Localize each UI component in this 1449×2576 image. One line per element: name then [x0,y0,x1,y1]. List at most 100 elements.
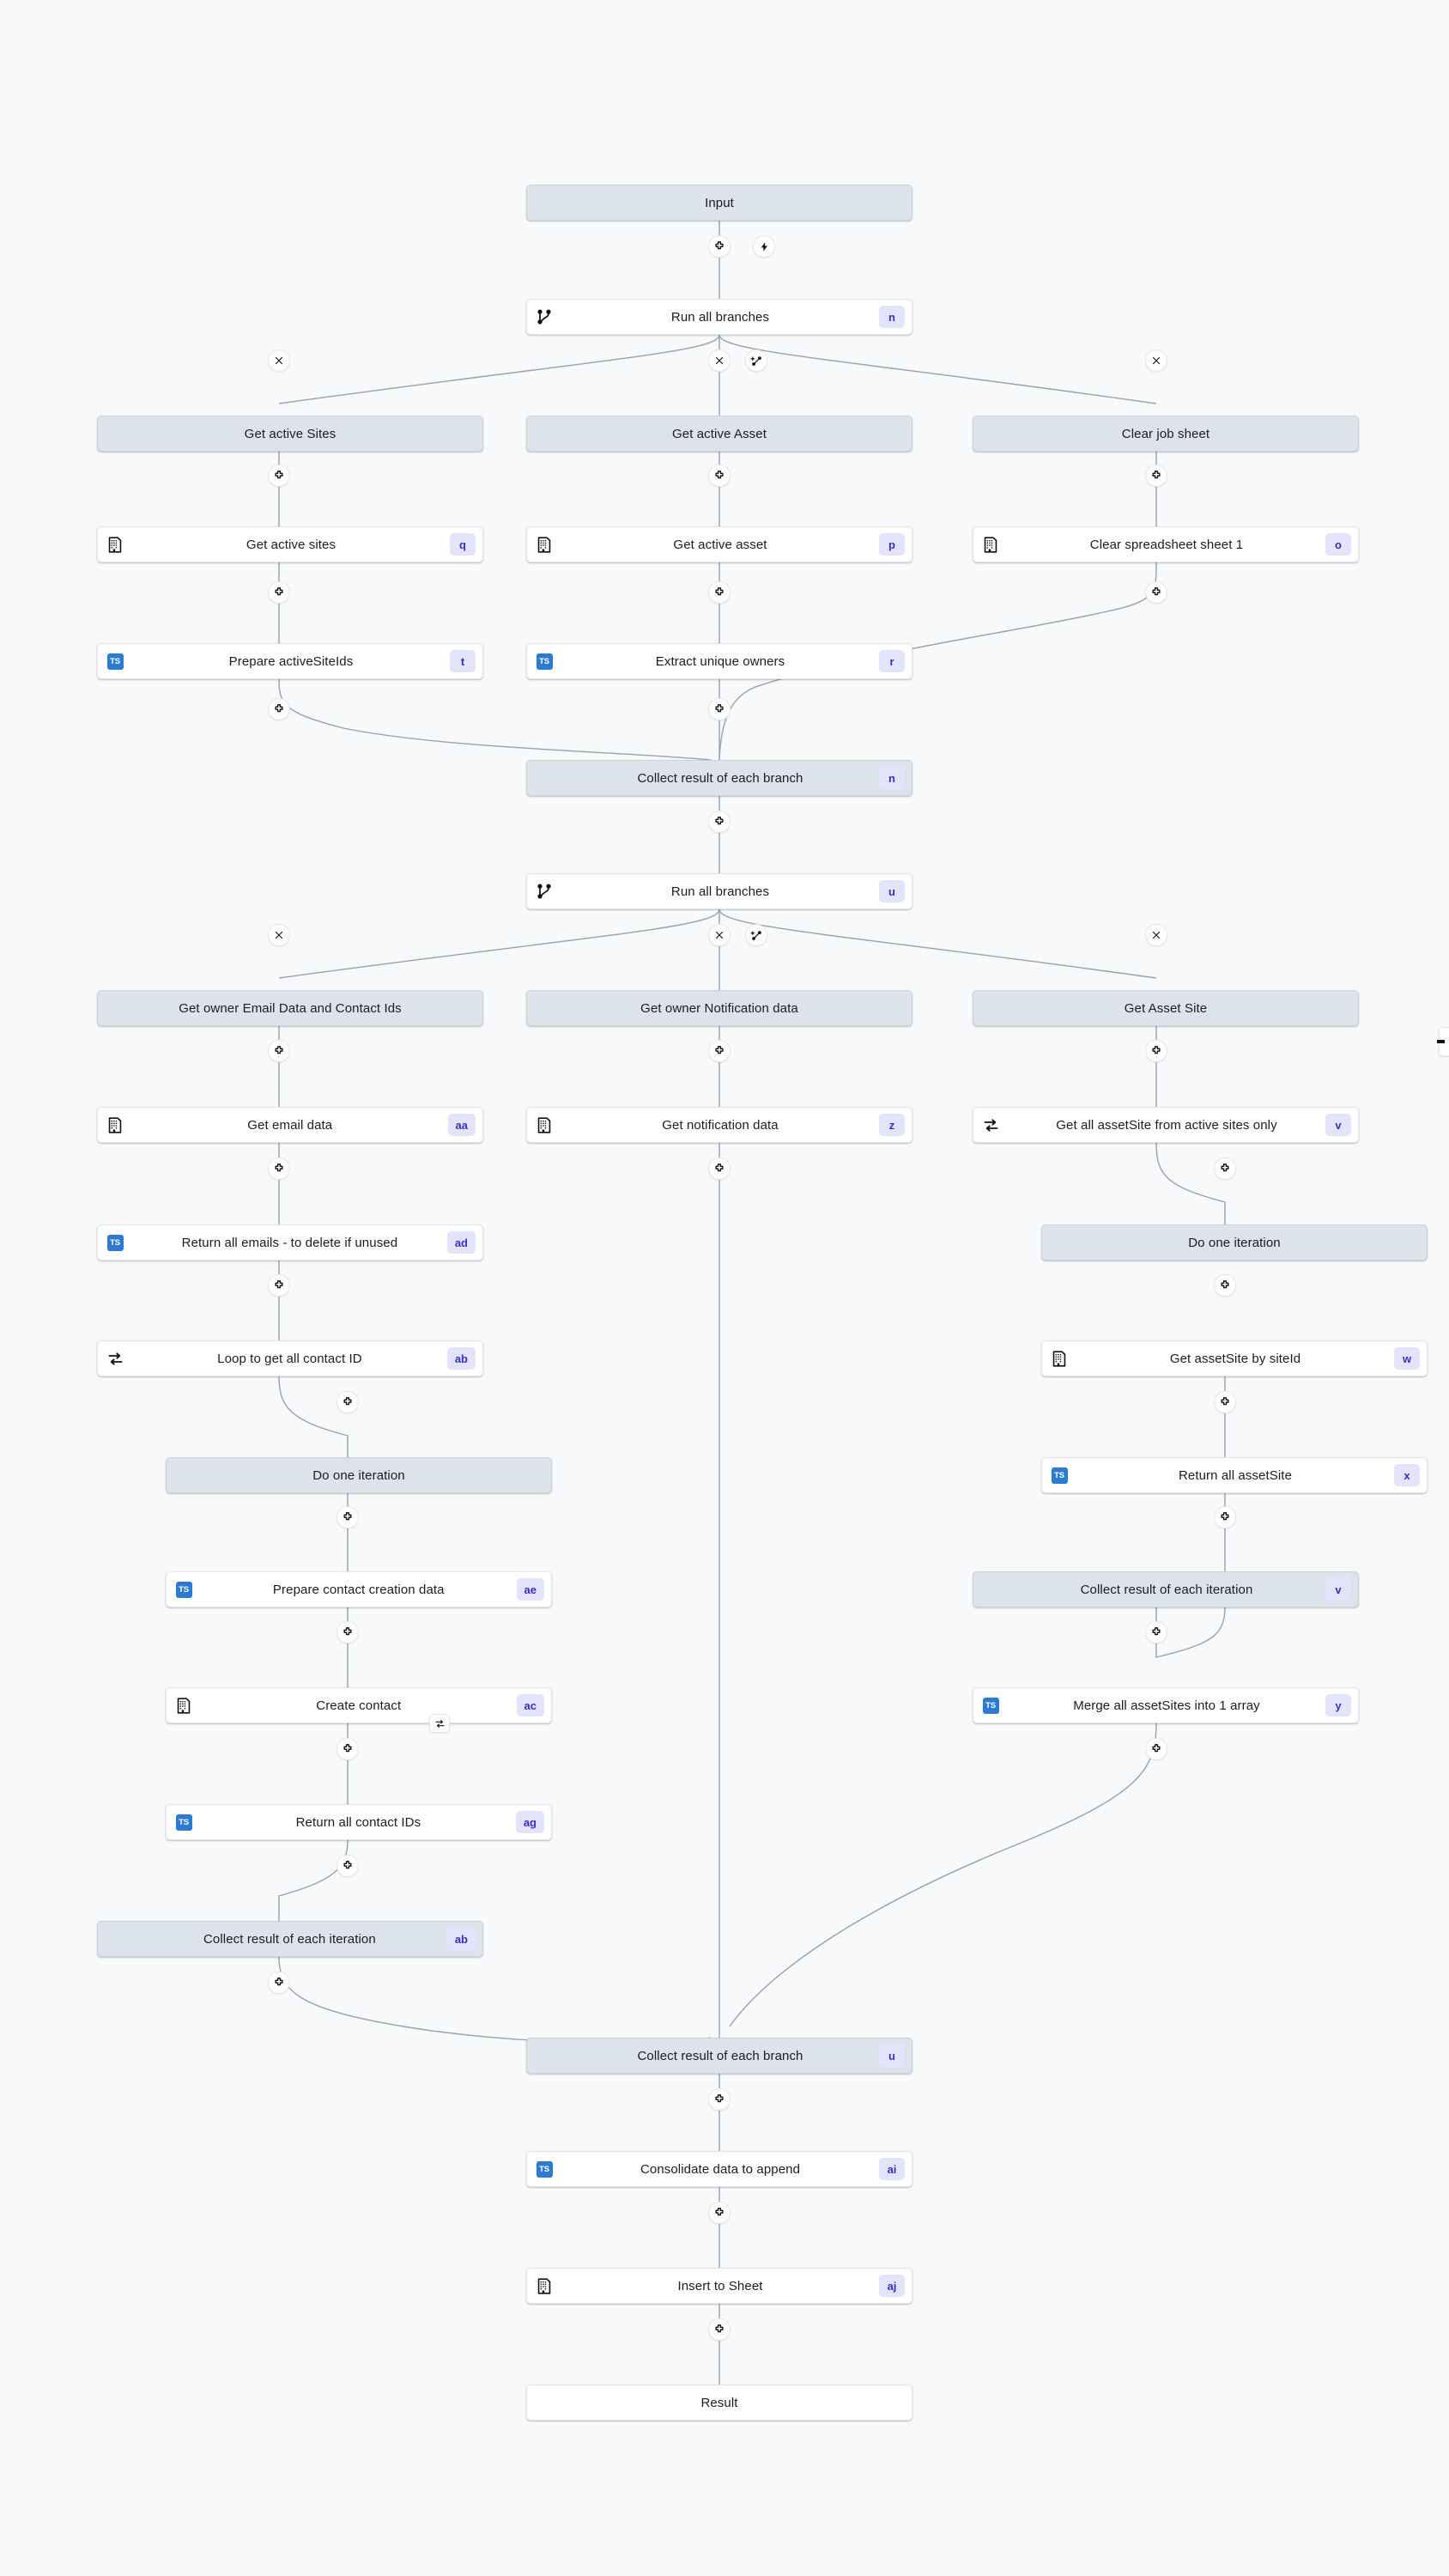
add-step-icon[interactable] [708,465,731,487]
node-id-badge[interactable]: ae [516,1578,544,1601]
add-branch-icon[interactable] [745,349,767,372]
add-step-icon[interactable] [268,698,290,720]
add-step-icon[interactable] [268,1040,290,1062]
node-id-badge[interactable]: aa [447,1114,476,1136]
node-id-badge[interactable]: aj [879,2275,905,2297]
remove-branch-icon[interactable] [708,924,731,946]
node-result[interactable]: Result [526,2385,912,2421]
add-step-icon[interactable] [1145,1040,1167,1062]
node-id-badge[interactable]: ad [446,1231,476,1254]
node-id-badge[interactable]: v [1325,1114,1351,1136]
add-step-icon[interactable] [1145,581,1167,604]
add-step-icon[interactable] [708,2318,731,2341]
remove-branch-icon[interactable] [1145,924,1167,946]
add-step-icon[interactable] [1214,1506,1236,1528]
node-id-badge[interactable]: u [879,2044,905,2067]
remove-branch-icon[interactable] [1145,349,1167,372]
node-id-badge[interactable]: o [1325,533,1351,556]
node-id-badge[interactable]: z [879,1114,905,1136]
remove-branch-icon[interactable] [268,349,290,372]
node-grp-email[interactable]: Get owner Email Data and Contact Ids [97,990,483,1026]
add-step-icon[interactable] [708,811,731,833]
node-id-badge[interactable]: n [879,767,905,789]
add-step-icon[interactable] [708,2202,731,2224]
node-id-badge[interactable]: ab [446,1347,476,1370]
add-step-icon[interactable] [708,698,731,720]
node-id-badge[interactable]: x [1394,1464,1420,1486]
node-id-badge[interactable]: ab [446,1928,476,1950]
add-step-icon[interactable] [708,235,731,258]
add-step-icon[interactable] [336,1855,359,1877]
node-id-badge[interactable]: r [879,650,905,672]
node-grp-job[interactable]: Clear job sheet [973,416,1359,452]
node-grp-notif[interactable]: Get owner Notification data [526,990,912,1026]
add-step-icon[interactable] [708,1157,731,1180]
node-id-badge[interactable]: ac [516,1694,544,1716]
add-step-icon[interactable] [1145,1738,1167,1760]
node-id-badge[interactable]: ag [515,1811,544,1833]
add-step-icon[interactable] [708,2088,731,2111]
remove-branch-icon[interactable] [708,349,731,372]
node-grp-asset[interactable]: Get active Asset [526,416,912,452]
add-step-icon[interactable] [1214,1157,1236,1180]
add-step-icon[interactable] [268,581,290,604]
add-step-icon[interactable] [336,1621,359,1643]
node-id-badge[interactable]: y [1325,1694,1351,1716]
node-id-badge[interactable]: w [1394,1347,1420,1370]
remove-branch-icon[interactable] [268,924,290,946]
add-step-icon[interactable] [708,1040,731,1062]
add-step-icon[interactable] [1214,1391,1236,1413]
add-step-icon[interactable] [1214,1274,1236,1297]
add-step-icon[interactable] [1145,1621,1167,1643]
add-step-icon[interactable] [1145,465,1167,487]
node-id-badge[interactable]: t [450,650,476,672]
node-input[interactable]: Input [526,185,912,221]
add-step-icon[interactable] [268,1971,290,1994]
node-v[interactable]: Get all assetSite from active sites only… [973,1107,1359,1143]
node-id-badge[interactable]: u [879,880,905,902]
node-grp-sites[interactable]: Get active Sites [97,416,483,452]
add-step-icon[interactable] [336,1391,359,1413]
add-step-icon[interactable] [336,1506,359,1528]
add-branch-icon[interactable] [745,924,767,946]
add-step-icon[interactable] [268,1274,290,1297]
node-doit-l[interactable]: Do one iteration [166,1457,552,1493]
node-id-badge[interactable]: q [450,533,476,556]
node-grp-as[interactable]: Get Asset Site [973,990,1359,1026]
retry-icon[interactable] [429,1714,450,1733]
node-id-badge[interactable]: p [879,533,905,556]
node-id-badge[interactable]: n [879,306,905,328]
add-step-icon[interactable] [708,581,731,604]
add-step-icon[interactable] [268,465,290,487]
trigger-bolt-icon[interactable] [753,235,775,258]
node-id-badge[interactable]: ai [879,2158,905,2180]
node-id-badge[interactable]: v [1325,1578,1351,1601]
add-step-icon[interactable] [268,1157,290,1180]
add-step-icon[interactable] [336,1738,359,1760]
node-doit-r[interactable]: Do one iteration [1041,1224,1428,1261]
